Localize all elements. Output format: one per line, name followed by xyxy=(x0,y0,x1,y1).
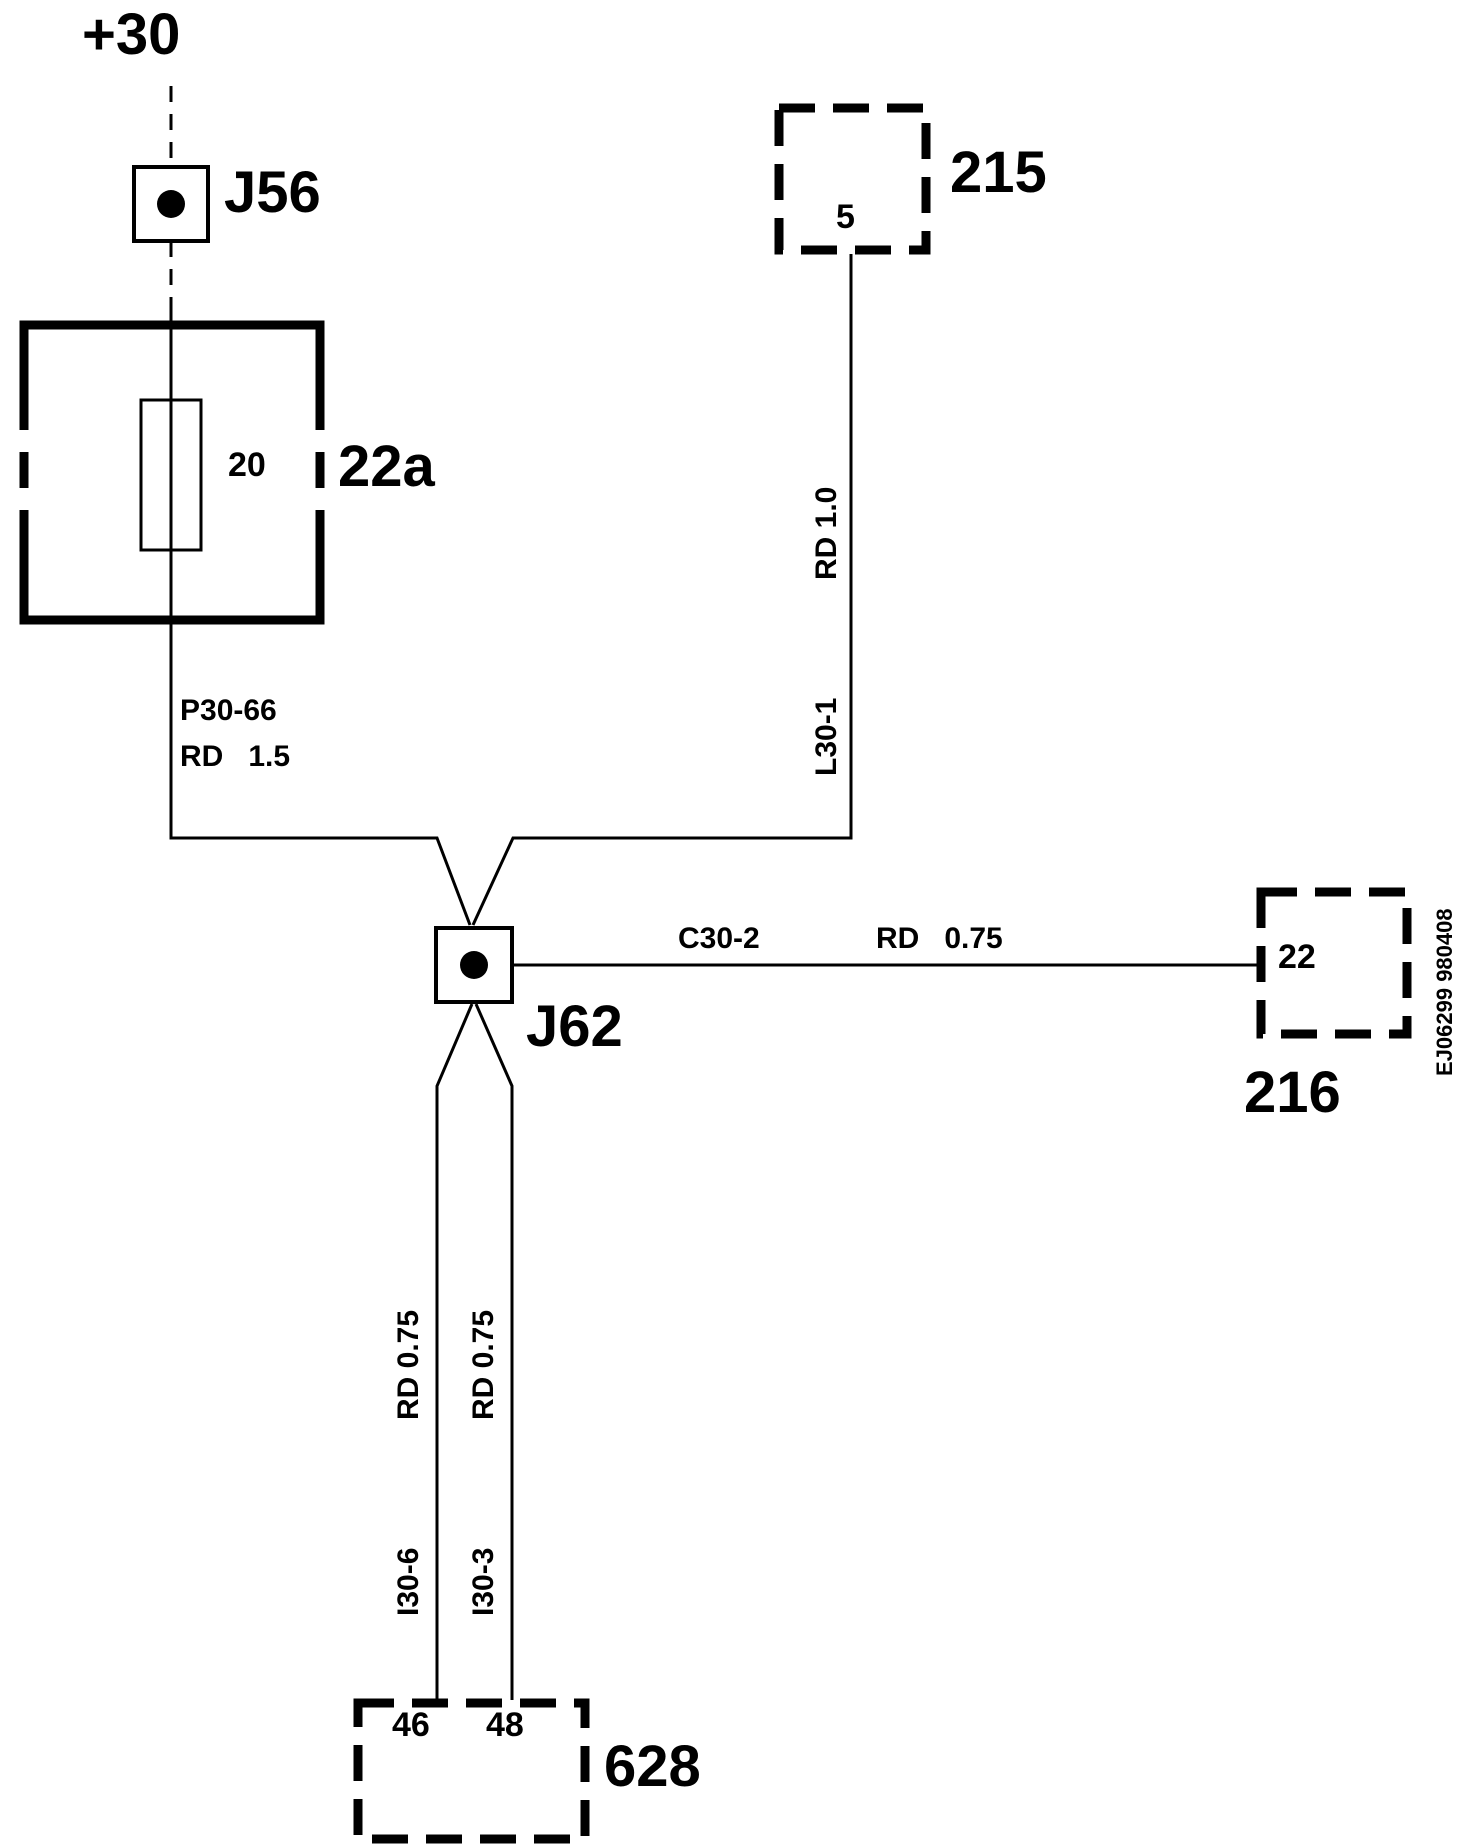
fuse-rating-label: 20 xyxy=(228,446,266,484)
wire-p30-66-id: P30-66 xyxy=(180,694,277,727)
j56-label: J56 xyxy=(224,160,321,225)
connector-216-pin: 22 xyxy=(1278,938,1316,976)
j62-splice xyxy=(434,926,514,1004)
wire-i30-3 xyxy=(474,1003,514,1700)
wire-i30-3-spec: RD 0.75 xyxy=(467,1310,500,1420)
wire-i30-6-id: I30-6 xyxy=(392,1548,425,1616)
wire-i30-6-spec: RD 0.75 xyxy=(392,1310,425,1420)
wire-l30-1-id: L30-1 xyxy=(810,698,843,776)
drawing-id: EJ06299 980408 xyxy=(1432,908,1457,1076)
connector-216 xyxy=(1256,887,1412,1039)
connector-215-pin: 5 xyxy=(836,198,855,236)
connector-216-label: 216 xyxy=(1244,1060,1341,1125)
connector-628-label: 628 xyxy=(604,1734,701,1799)
wire-l30-1-spec: RD 1.0 xyxy=(810,487,843,580)
wire-i30-3-id: I30-3 xyxy=(467,1548,500,1616)
fuse-box-label: 22a xyxy=(338,434,436,499)
j62-label: J62 xyxy=(526,994,623,1059)
wire-p30-66-spec: RD 1.5 xyxy=(180,740,290,773)
j56-splice xyxy=(132,165,210,243)
wire-i30-6 xyxy=(435,1003,474,1700)
connector-628 xyxy=(353,1698,590,1844)
connector-628-pin-46: 46 xyxy=(392,1706,430,1744)
connector-215-label: 215 xyxy=(950,140,1047,205)
wire-c30-2-spec: RD 0.75 xyxy=(876,922,1003,955)
supply-label: +30 xyxy=(82,2,180,67)
wire-c30-2-id: C30-2 xyxy=(678,922,760,955)
connector-215 xyxy=(774,103,931,255)
wire-p30-66 xyxy=(169,306,472,926)
wire-l30-1 xyxy=(471,254,853,926)
connector-628-pin-48: 48 xyxy=(486,1706,524,1744)
